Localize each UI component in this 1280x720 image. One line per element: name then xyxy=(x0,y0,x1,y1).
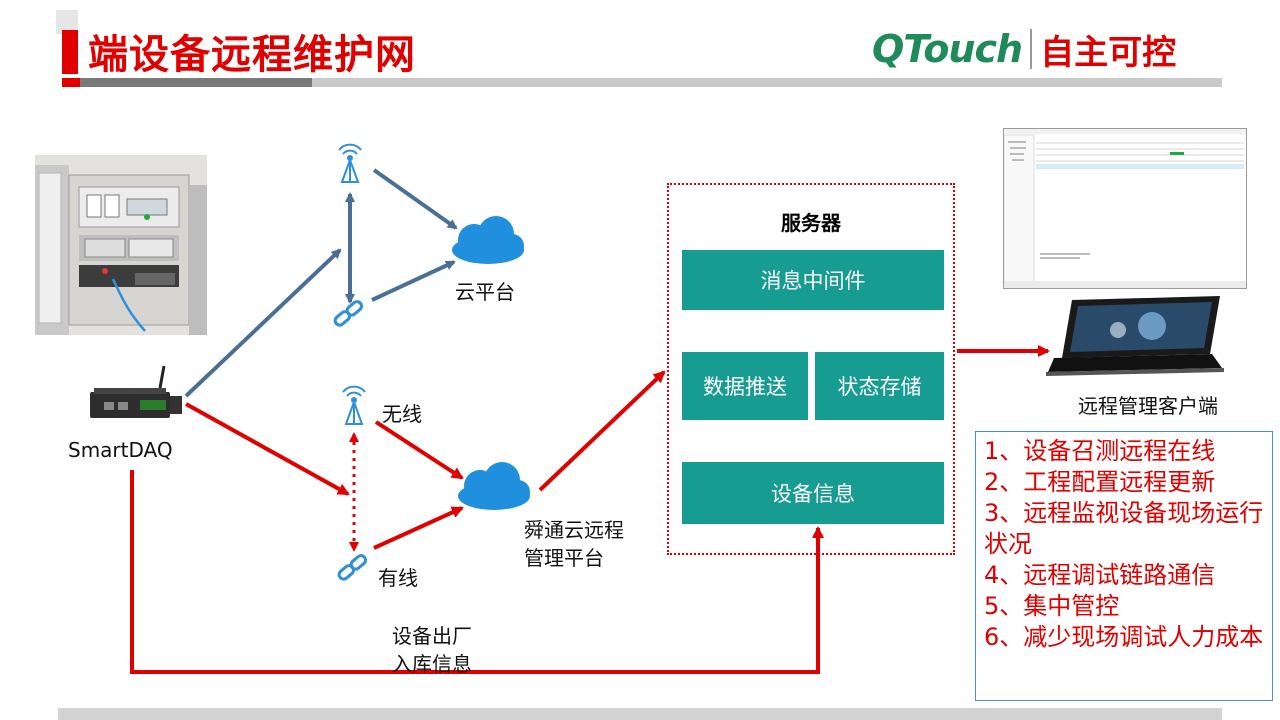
server-title: 服务器 xyxy=(781,211,841,235)
laptop-icon xyxy=(1046,296,1224,376)
middleware-block: 消息中间件 xyxy=(682,250,944,310)
arrow-cloud-to-server xyxy=(538,370,666,492)
arrow-upper-tower-to-cloud xyxy=(372,168,458,230)
server-container xyxy=(667,183,955,555)
features-panel xyxy=(975,431,1273,701)
wired-link-icon xyxy=(333,300,364,327)
feature-item: 2、工程配置远程更新 xyxy=(984,468,1216,496)
arrow-device-to-lower-network xyxy=(185,402,350,496)
cabinet-photo xyxy=(35,155,207,335)
arrow-wired-to-cloud xyxy=(373,506,464,550)
features-list: 1、设备召测远程在线 2、工程配置远程更新 3、远程监视设备现场运行状况 4、远… xyxy=(984,436,1270,653)
page-title: 端设备远程维护网 xyxy=(88,32,416,78)
state-storage-block: 状态存储 xyxy=(815,352,944,420)
header-accent xyxy=(56,10,78,34)
arrow-device-to-upper-tower xyxy=(184,248,342,398)
management-platform-label-line2: 管理平台 xyxy=(524,546,604,570)
brand-logo: QTouch 自主可控 xyxy=(872,26,1177,73)
smartdaq-label: SmartDAQ xyxy=(68,438,173,462)
header-rule-dark xyxy=(62,78,312,87)
wired-label: 有线 xyxy=(378,566,418,590)
feature-item: 6、减少现场调试人力成本 xyxy=(984,623,1264,651)
smartdaq-device-icon xyxy=(90,365,182,418)
factory-info-label-line2: 入库信息 xyxy=(392,652,472,676)
arrow-factory-info-path xyxy=(130,470,824,674)
logo-slogan: 自主可控 xyxy=(1040,32,1177,73)
feature-item: 3、远程监视设备现场运行状况 xyxy=(984,499,1264,558)
management-platform-label-line1: 舜通云远程 xyxy=(524,518,624,542)
cloud-icon xyxy=(452,216,524,264)
feature-item: 1、设备召测远程在线 xyxy=(984,437,1216,465)
cloud-icon xyxy=(458,462,530,510)
wireless-label: 无线 xyxy=(382,402,422,426)
client-software-screenshot xyxy=(1003,128,1247,289)
arrow-wireless-to-cloud xyxy=(374,420,464,480)
wireless-tower-icon xyxy=(338,143,362,183)
feature-item: 5、集中管控 xyxy=(984,592,1120,620)
logo-wordmark: QTouch xyxy=(872,27,1023,71)
logo-divider xyxy=(1030,29,1033,69)
client-label: 远程管理客户端 xyxy=(1078,394,1218,418)
device-info-block: 设备信息 xyxy=(682,462,944,524)
cloud-platform-label: 云平台 xyxy=(455,280,515,304)
header-rule-light xyxy=(312,78,1222,87)
header-rule-accent xyxy=(62,78,80,87)
title-marker xyxy=(62,30,78,74)
wired-link-icon xyxy=(337,554,368,581)
factory-info-label-line1: 设备出厂 xyxy=(392,624,472,648)
feature-item: 4、远程调试链路通信 xyxy=(984,561,1216,589)
footer-rule xyxy=(58,708,1222,720)
arrow-upper-link-to-cloud xyxy=(371,260,456,302)
wireless-tower-icon xyxy=(342,385,366,425)
data-push-block: 数据推送 xyxy=(682,352,808,420)
